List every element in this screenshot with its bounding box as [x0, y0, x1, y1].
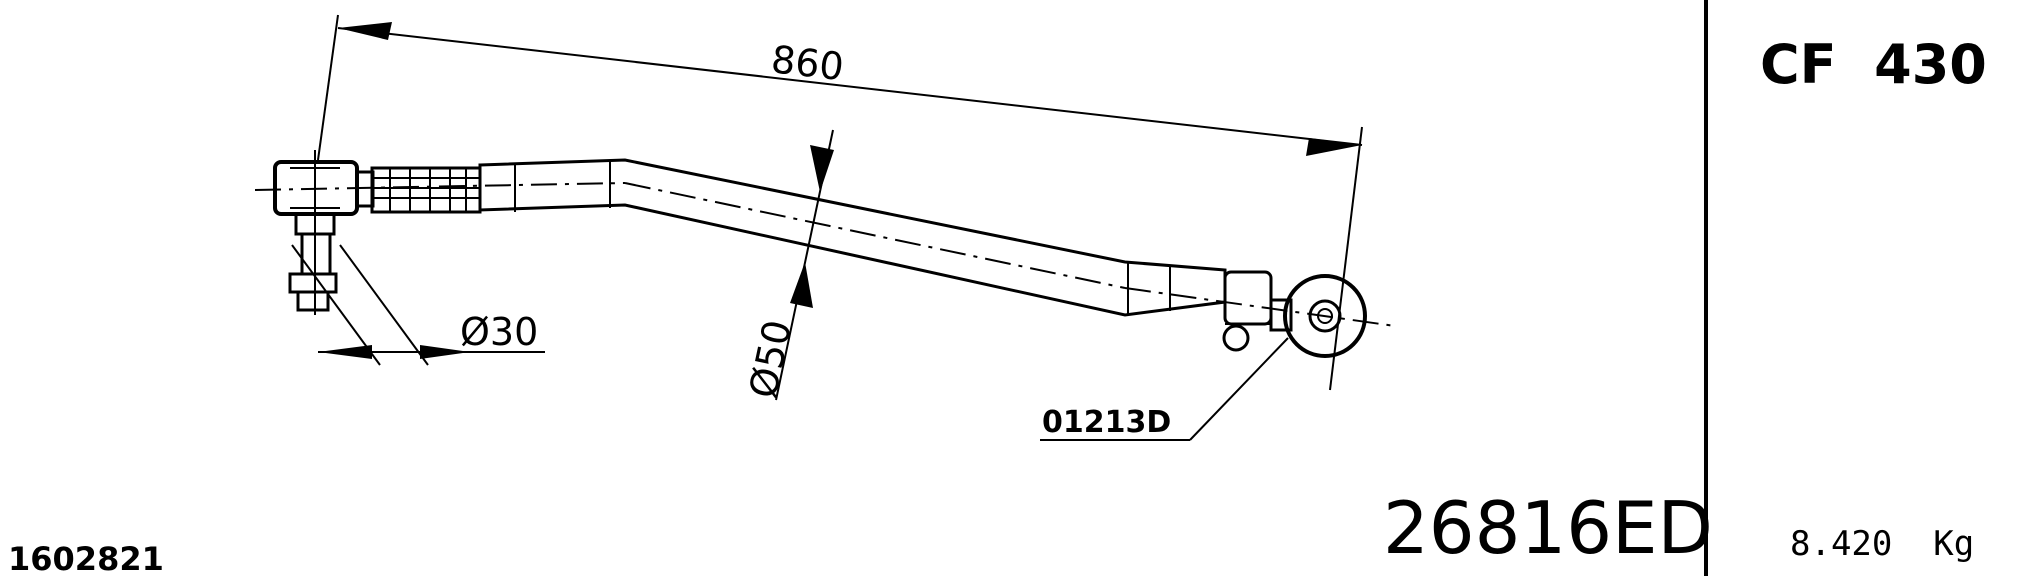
- dimension-ball-diameter-label: Ø30: [460, 310, 538, 354]
- component-code: 01213D: [1042, 405, 1171, 440]
- threaded-section-left: [370, 166, 482, 214]
- clamp: [1222, 270, 1273, 352]
- dimension-length: [317, 14, 1363, 391]
- dimension-ball-diameter: [291, 244, 545, 366]
- dimension-tube-diameter: [775, 129, 834, 401]
- ball-joint-left: [273, 150, 375, 315]
- dimension-length-label: 860: [769, 37, 846, 89]
- weight-label: 8.420 Kg: [1790, 524, 1974, 564]
- dimension-tube-diameter-label: Ø50: [741, 316, 800, 402]
- reference-number: 1602821: [8, 540, 164, 576]
- component-callout: [1040, 337, 1289, 441]
- part-number: 26816ED: [1383, 486, 1713, 570]
- tie-rod-drawing: [254, 150, 1396, 358]
- model-label: CF 430: [1760, 33, 1987, 96]
